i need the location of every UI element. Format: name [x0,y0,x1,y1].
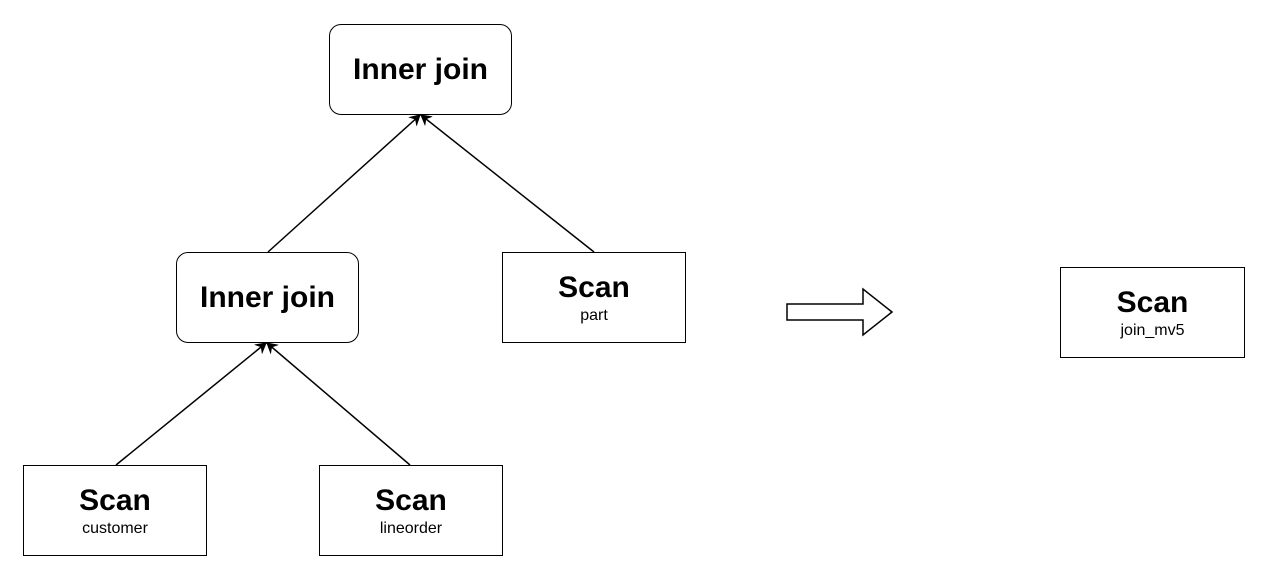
scan-node-lineorder: Scan lineorder [319,465,503,556]
node-title: Scan [375,483,447,517]
node-title: Scan [1116,285,1189,319]
edge-scan-part-to-top-join [421,115,595,253]
edge-scan-customer-to-mid-join [115,343,266,466]
scan-node-customer: Scan customer [23,465,207,556]
node-title: Inner join [353,52,488,86]
node-table-name: customer [82,519,148,537]
edge-scan-lineorder-to-mid-join [267,343,411,466]
node-title: Scan [558,270,630,304]
node-title: Scan [79,483,151,517]
node-table-name: part [580,306,608,324]
inner-join-node-middle: Inner join [176,252,359,343]
edge-mid-join-to-top-join [267,115,420,253]
node-table-name: join_mv5 [1120,321,1185,339]
inner-join-node-top: Inner join [329,24,512,115]
hollow-right-arrow-icon [786,287,894,337]
scan-node-join-mv5: Scan join_mv5 [1060,267,1245,358]
node-title: Inner join [200,280,335,314]
node-table-name: lineorder [379,519,443,537]
scan-node-part: Scan part [502,252,686,343]
